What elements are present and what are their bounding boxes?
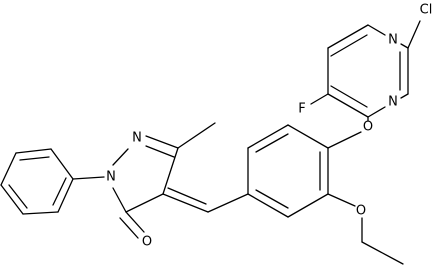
bond [287,193,329,218]
bond [327,131,362,149]
bond [162,193,209,213]
bond [327,193,356,207]
bond [119,217,139,239]
nitrogen-atom-label: N [106,170,116,185]
bond [247,193,289,218]
nitrogen-atom-label: N [132,131,142,146]
bond [125,211,145,233]
bond [361,241,404,265]
bond [407,20,421,49]
bond [52,177,67,206]
bond [112,148,129,166]
nitrogen-atom-label: N [388,95,398,110]
bond-lines [0,20,421,265]
bond [367,24,386,36]
bond [287,124,329,149]
atom-labels: Cl N N F O O N N O [106,3,432,250]
fluorine-atom-label: F [298,102,305,117]
bond [0,152,17,186]
bond [162,147,179,195]
bond [145,135,179,149]
bond [19,156,50,161]
bond [15,148,52,154]
oxygen-atom-label: O [356,204,366,219]
bond [0,184,24,215]
oxygen-atom-label: O [363,120,373,135]
bond [145,145,175,158]
bond [125,193,164,213]
bond [8,184,28,209]
bond [310,93,329,105]
bond [72,176,105,180]
bond [22,211,59,215]
bond [255,189,289,209]
bond [247,124,289,149]
bond [112,187,127,213]
chlorine-atom-label: Cl [420,3,433,18]
bond [330,34,368,57]
bond [167,187,207,205]
bond [400,43,409,49]
bond [255,133,289,153]
bond [400,93,409,99]
bond [330,85,368,108]
bond [207,193,249,213]
oxygen-atom-label: O [142,235,152,250]
bond [177,122,216,149]
bond [327,93,369,118]
bond [57,178,74,213]
bond [327,24,369,49]
nitrogen-atom-label: N [388,33,398,48]
bond [367,106,386,118]
bond [50,148,74,180]
